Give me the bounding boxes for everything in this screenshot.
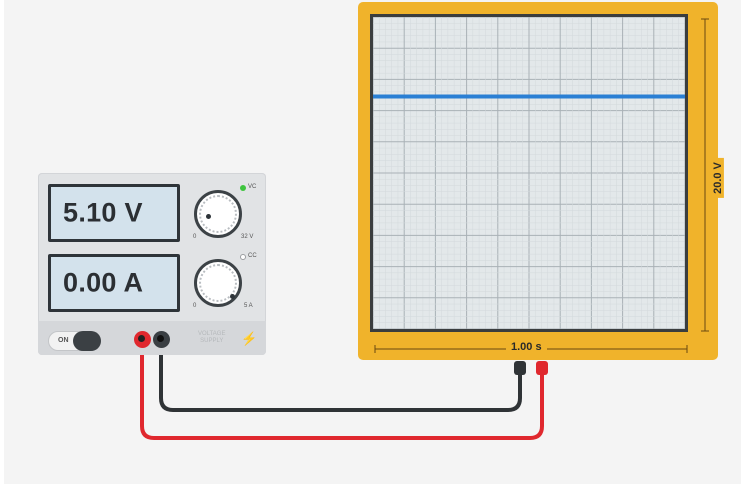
lightning-icon: ⚡: [241, 331, 258, 346]
voltage-knob-min: 0: [193, 234, 197, 240]
time-scale-label: 1.00 s: [506, 341, 547, 353]
positive-terminal-pin: [138, 335, 145, 342]
negative-wire[interactable]: [159, 339, 522, 412]
scope-grid: [373, 17, 685, 329]
current-knob-min: 0: [193, 303, 197, 309]
positive-terminal[interactable]: [134, 331, 151, 348]
scope-screen: [370, 14, 688, 332]
cv-led: [240, 185, 246, 191]
positive-wire[interactable]: [140, 339, 544, 440]
power-supply[interactable]: 5.10 V 0.00 A VC 0 32 V CC 0 5 A ON VOLT…: [38, 173, 266, 355]
current-knob[interactable]: [194, 259, 242, 307]
cv-label: VC: [248, 184, 257, 190]
voltage-display: 5.10 V: [48, 184, 180, 242]
canvas-edge: [0, 0, 4, 484]
power-switch-label: ON: [58, 337, 69, 344]
brand-label: VOLTAGE SUPPLY: [198, 331, 225, 345]
brand-line2: SUPPLY: [200, 338, 224, 344]
negative-terminal[interactable]: [153, 331, 170, 348]
current-knob-indicator: [230, 294, 235, 299]
voltage-scale: [701, 18, 709, 332]
cc-label: CC: [248, 253, 257, 259]
voltage-readout: 5.10 V: [63, 197, 143, 228]
voltage-knob[interactable]: [194, 190, 242, 238]
current-readout: 0.00 A: [63, 267, 144, 298]
oscilloscope[interactable]: 1.00 s 20.0 V: [358, 2, 724, 360]
negative-terminal-pin: [157, 335, 164, 342]
voltage-knob-max: 32 V: [241, 234, 254, 240]
current-knob-ring: [199, 264, 237, 302]
current-knob-max: 5 A: [244, 303, 253, 309]
voltage-scale-label: 20.0 V: [711, 158, 724, 198]
positive-probe[interactable]: [536, 361, 548, 375]
brand-line1: VOLTAGE: [198, 331, 226, 337]
power-switch-thumb: [73, 331, 101, 351]
power-switch[interactable]: ON: [48, 331, 101, 351]
cc-led: [240, 254, 246, 260]
voltage-knob-ring: [199, 195, 237, 233]
negative-probe[interactable]: [514, 361, 526, 375]
current-display: 0.00 A: [48, 254, 180, 312]
voltage-knob-indicator: [206, 214, 211, 219]
